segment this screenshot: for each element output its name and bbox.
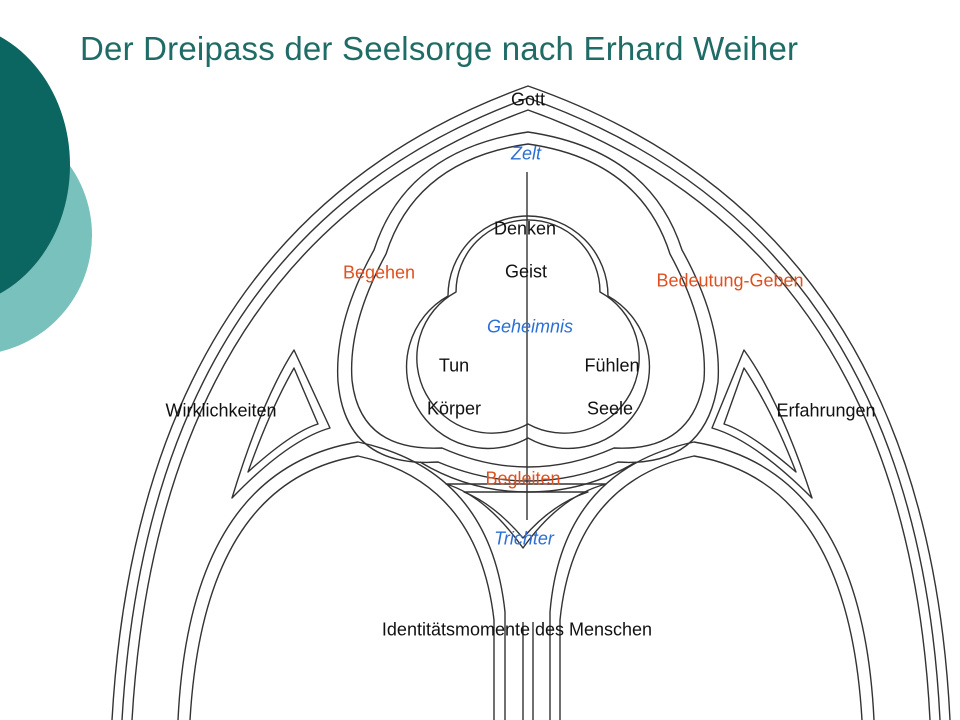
label-identitaetsmomente: Identitätsmomente des Menschen [381, 619, 653, 640]
spandrel-left-inner [247, 367, 319, 473]
outer-arch-line-2 [121, 97, 941, 720]
label-fuehlen: Fühlen [584, 355, 640, 376]
label-zelt: Zelt [510, 143, 542, 164]
outer-arch-line-3 [131, 109, 931, 720]
label-trichter: Trichter [494, 528, 554, 549]
label-koerper: Körper [426, 398, 482, 419]
trefoil-frame-inner [350, 143, 706, 468]
right-sub-arch-outer [549, 441, 875, 720]
begleiten-band [419, 461, 637, 493]
label-denken: Denken [493, 218, 557, 239]
label-gott: Gott [510, 89, 546, 110]
label-geist: Geist [504, 261, 548, 282]
spandrel-right-inner [723, 367, 797, 473]
trefoil-lobes-inner [416, 219, 640, 434]
label-begehen: Begehen [342, 262, 416, 283]
label-wirklichkeiten: Wirklichkeiten [165, 400, 277, 421]
right-sub-arch-inner [559, 455, 863, 720]
left-sub-arch-inner [189, 455, 495, 720]
label-seele: Seele [586, 398, 634, 419]
label-begleiten: Begleiten [485, 468, 561, 489]
page-title: Der Dreipass der Seelsorge nach Erhard W… [80, 30, 799, 67]
label-geheimnis: Geheimnis [486, 316, 574, 337]
left-sub-arch-outer [177, 441, 506, 720]
trefoil-frame-outer [336, 131, 720, 482]
outer-arch-line-1 [111, 85, 951, 720]
spandrel-left-outer [231, 349, 331, 499]
decor-circle-dark [0, 36, 70, 294]
label-tun: Tun [438, 355, 470, 376]
label-bedeutung-geben: Bedeutung-Geben [656, 270, 804, 291]
trefoil-lobes-outer [405, 215, 651, 450]
spandrel-right-outer [711, 349, 813, 499]
label-erfahrungen: Erfahrungen [776, 400, 876, 421]
trichter-inner [463, 491, 589, 539]
